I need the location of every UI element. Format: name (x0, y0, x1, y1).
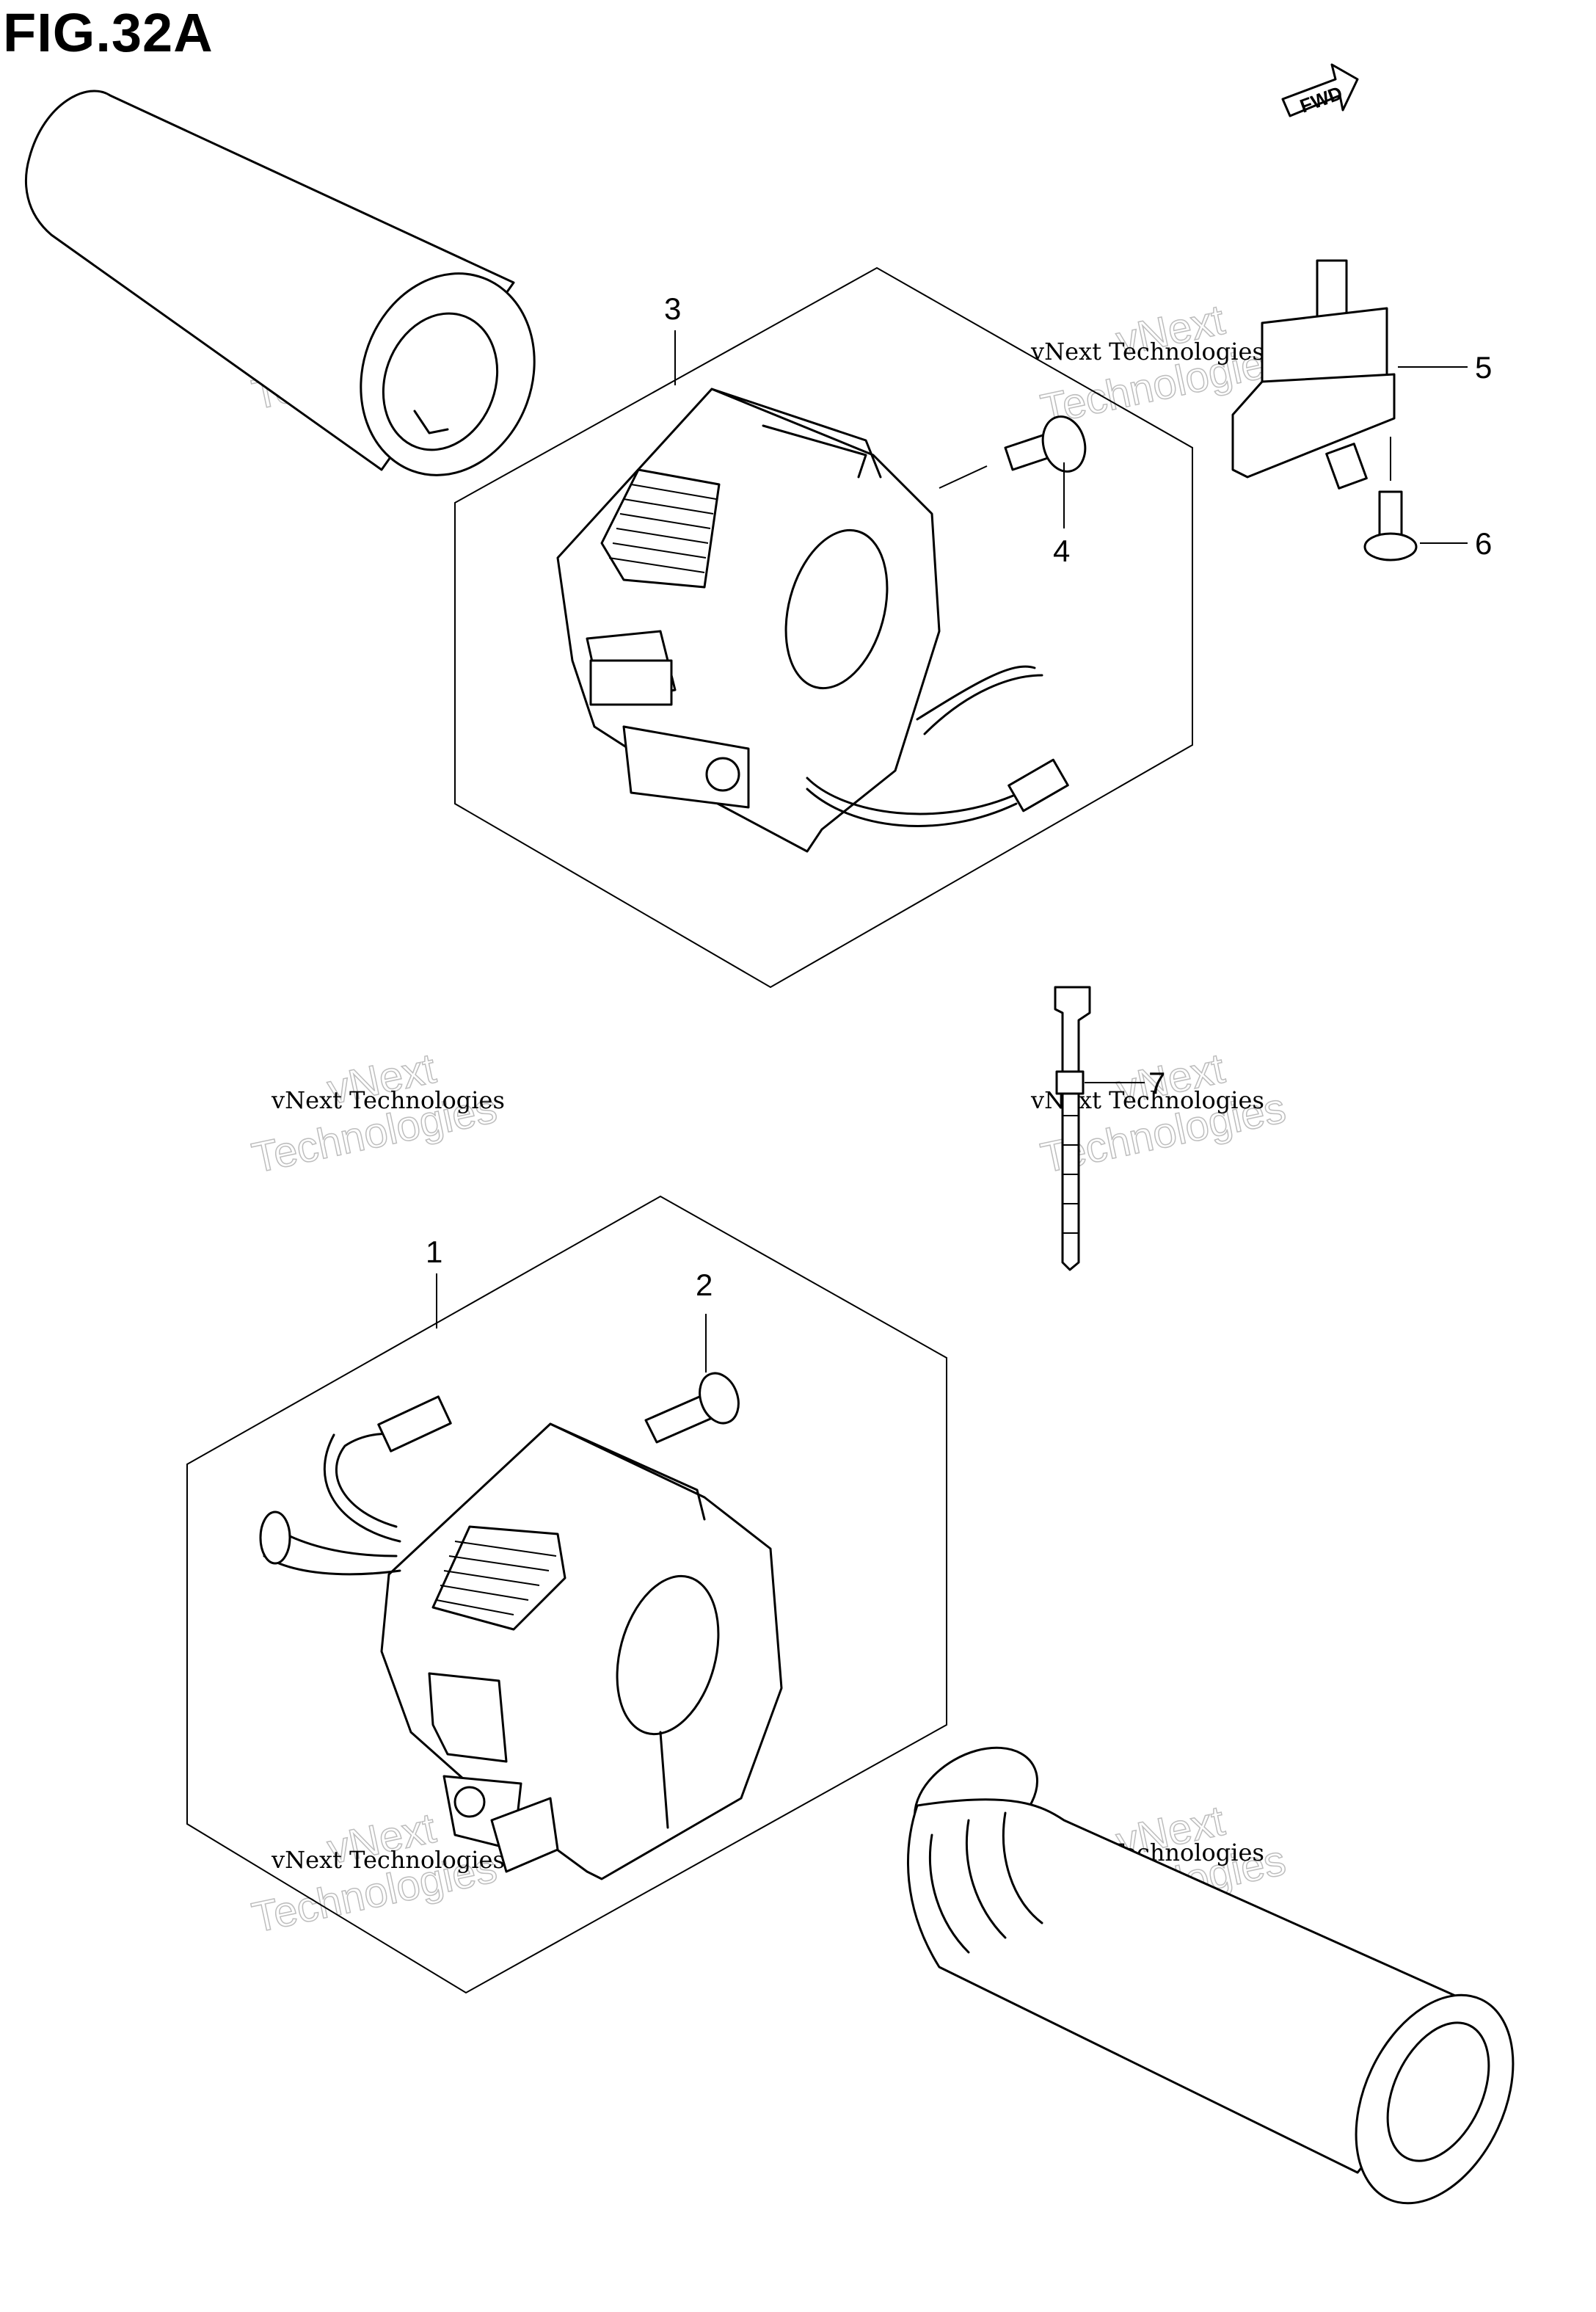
right-handlebar-grip (907, 1746, 1515, 2205)
svg-text:5: 5 (1475, 350, 1492, 385)
callout-3: 3 (664, 291, 681, 385)
callout-4: 4 (1053, 534, 1070, 568)
callout-1: 1 (426, 1235, 442, 1328)
svg-text:vNext Technologies: vNext Technologies (271, 1086, 505, 1114)
svg-text:1: 1 (426, 1235, 442, 1269)
svg-text:4: 4 (1053, 534, 1070, 568)
part-6-screw (1363, 437, 1468, 561)
callout-7: 7 (1148, 1066, 1165, 1100)
right-handlebar-switch (556, 388, 1069, 853)
svg-text:3: 3 (664, 291, 681, 326)
part-7-cable-tie (1054, 986, 1145, 1271)
part-2-screw (644, 1314, 740, 1444)
svg-text:7: 7 (1148, 1066, 1165, 1100)
svg-text:vNext Technologies: vNext Technologies (1030, 338, 1264, 366)
callout-6: 6 (1475, 526, 1492, 561)
svg-text:vNext Technologies: vNext Technologies (271, 1846, 505, 1874)
left-handlebar-switch (259, 1395, 783, 1880)
part-4-screw (939, 415, 1087, 528)
svg-text:FWD: FWD (1297, 81, 1345, 117)
callout-5: 5 (1475, 350, 1492, 385)
svg-text:6: 6 (1475, 526, 1492, 561)
part-3-group-box (454, 266, 1193, 989)
left-handlebar-grip (25, 90, 536, 476)
part-1-group-box (186, 1195, 947, 1994)
part-5-clutch-switch (1231, 259, 1468, 490)
callout-2: 2 (696, 1268, 713, 1302)
watermark-3: Technologies vNext vNext Technologies (247, 1044, 505, 1182)
fwd-arrow-icon: FWD (1281, 63, 1359, 117)
figure-title: FIG.32A (3, 2, 214, 63)
svg-text:2: 2 (696, 1268, 713, 1302)
